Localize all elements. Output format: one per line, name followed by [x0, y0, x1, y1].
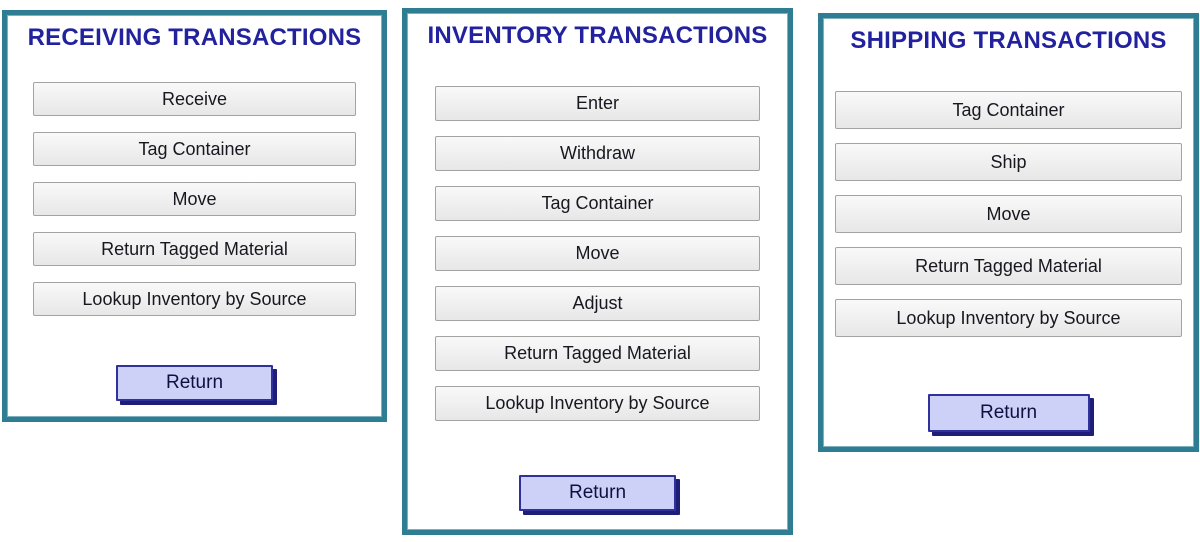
- return-button[interactable]: Return: [116, 365, 273, 401]
- receiving-panel-title: RECEIVING TRANSACTIONS: [27, 24, 362, 51]
- ship-button[interactable]: Ship: [835, 143, 1182, 181]
- shipping-transactions-panel: SHIPPING TRANSACTIONS Tag Container Ship…: [818, 13, 1199, 452]
- receive-button[interactable]: Receive: [33, 82, 356, 116]
- tag-container-button[interactable]: Tag Container: [435, 186, 760, 221]
- return-tagged-material-button[interactable]: Return Tagged Material: [435, 336, 760, 371]
- return-tagged-material-button[interactable]: Return Tagged Material: [835, 247, 1182, 285]
- lookup-inventory-by-source-button[interactable]: Lookup Inventory by Source: [835, 299, 1182, 337]
- lookup-inventory-by-source-button[interactable]: Lookup Inventory by Source: [33, 282, 356, 316]
- inventory-panel-title: INVENTORY TRANSACTIONS: [427, 22, 768, 49]
- lookup-inventory-by-source-button[interactable]: Lookup Inventory by Source: [435, 386, 760, 421]
- shipping-panel-title: SHIPPING TRANSACTIONS: [850, 27, 1167, 54]
- inventory-return-area: Return: [407, 475, 788, 511]
- inventory-transactions-panel: INVENTORY TRANSACTIONS Enter Withdraw Ta…: [402, 8, 793, 535]
- tag-container-button[interactable]: Tag Container: [33, 132, 356, 166]
- receiving-button-stack: Receive Tag Container Move Return Tagged…: [7, 82, 382, 316]
- return-button[interactable]: Return: [519, 475, 676, 511]
- return-button[interactable]: Return: [927, 394, 1090, 432]
- move-button[interactable]: Move: [435, 236, 760, 271]
- adjust-button[interactable]: Adjust: [435, 286, 760, 321]
- tag-container-button[interactable]: Tag Container: [835, 91, 1182, 129]
- inventory-button-stack: Enter Withdraw Tag Container Move Adjust…: [407, 86, 788, 421]
- enter-button[interactable]: Enter: [435, 86, 760, 121]
- return-tagged-material-button[interactable]: Return Tagged Material: [33, 232, 356, 266]
- shipping-button-stack: Tag Container Ship Move Return Tagged Ma…: [823, 91, 1194, 337]
- withdraw-button[interactable]: Withdraw: [435, 136, 760, 171]
- move-button[interactable]: Move: [835, 195, 1182, 233]
- receiving-return-area: Return: [7, 365, 382, 401]
- shipping-return-area: Return: [823, 394, 1194, 432]
- receiving-transactions-panel: RECEIVING TRANSACTIONS Receive Tag Conta…: [2, 10, 387, 422]
- move-button[interactable]: Move: [33, 182, 356, 216]
